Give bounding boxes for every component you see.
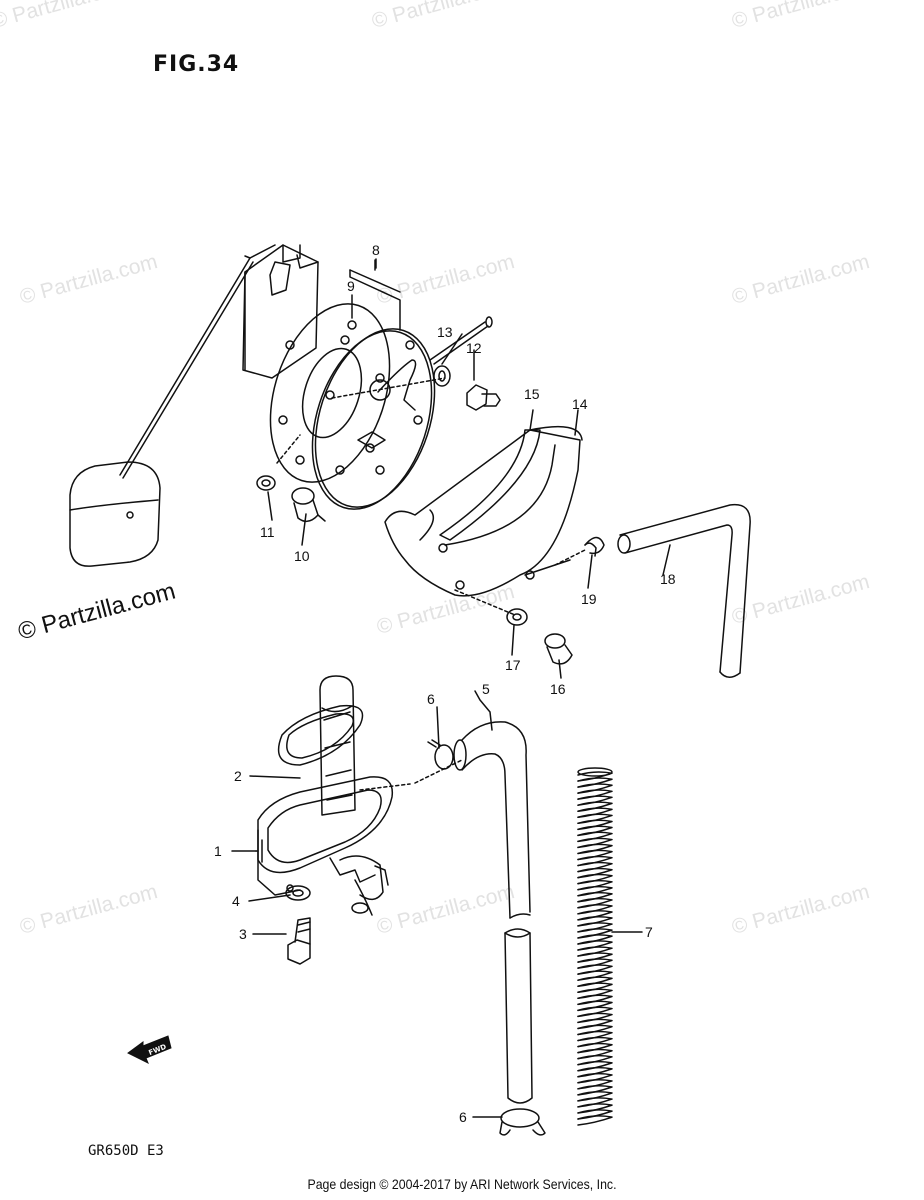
screw-10 bbox=[291, 487, 326, 523]
callout-15: 15 bbox=[524, 386, 540, 402]
model-code: GR650D E3 bbox=[88, 1143, 164, 1159]
callout-18: 18 bbox=[660, 571, 676, 587]
clip-19 bbox=[584, 536, 605, 555]
callout-6-upper: 6 bbox=[427, 691, 435, 707]
callout-16: 16 bbox=[550, 681, 566, 697]
bolt-12 bbox=[466, 384, 501, 411]
callout-11: 11 bbox=[260, 524, 275, 540]
washer-12a bbox=[433, 365, 451, 387]
screw-16 bbox=[544, 633, 573, 665]
fuel-level-gauge bbox=[69, 244, 493, 567]
washer-4 bbox=[285, 885, 311, 901]
fuel-cock-1 bbox=[257, 675, 394, 916]
callout-2: 2 bbox=[234, 768, 242, 784]
forward-arrow-icon: FWD bbox=[127, 1035, 172, 1065]
gasket-15 bbox=[439, 429, 541, 541]
clip-6-lower bbox=[499, 1108, 546, 1136]
callout-12: 12 bbox=[466, 340, 482, 356]
callout-14: 14 bbox=[572, 396, 588, 412]
hose-5 bbox=[453, 721, 533, 1104]
callout-17: 17 bbox=[505, 657, 521, 673]
cover-14 bbox=[384, 425, 597, 597]
callout-10: 10 bbox=[294, 548, 310, 564]
bolt-3 bbox=[287, 917, 311, 965]
callout-1: 1 bbox=[214, 843, 222, 859]
callout-5: 5 bbox=[482, 681, 490, 697]
footer-copyright: Page design © 2004-2017 by ARI Network S… bbox=[307, 1176, 617, 1192]
figure-title: FIG.34 bbox=[153, 52, 240, 77]
hose-18 bbox=[617, 503, 751, 678]
callout-3: 3 bbox=[239, 926, 247, 942]
callout-8: 8 bbox=[372, 242, 380, 258]
callout-4: 4 bbox=[232, 893, 240, 909]
callout-9: 9 bbox=[347, 278, 355, 294]
callout-6-lower: 6 bbox=[459, 1109, 467, 1125]
callout-19: 19 bbox=[581, 591, 597, 607]
callout-13: 13 bbox=[437, 324, 453, 340]
clip-6-upper bbox=[427, 739, 454, 770]
callout-7: 7 bbox=[645, 924, 653, 940]
washer-17 bbox=[506, 608, 528, 626]
spring-7 bbox=[577, 767, 613, 1126]
lock-washer-11 bbox=[256, 475, 276, 491]
